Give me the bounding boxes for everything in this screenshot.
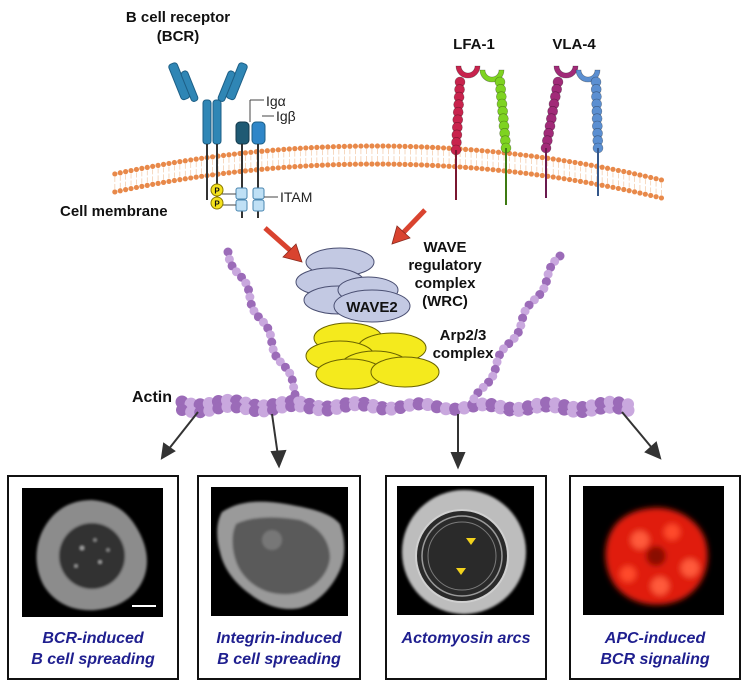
lfa1-label: LFA-1 xyxy=(453,36,495,53)
red-arrow-left xyxy=(263,226,303,263)
bcr-title: B cell receptor xyxy=(126,9,230,26)
svg-text:complex: complex xyxy=(433,345,495,362)
arp23-complex xyxy=(305,322,440,390)
svg-text:Arp2/3: Arp2/3 xyxy=(440,327,487,344)
red-arrow-right xyxy=(391,208,427,245)
panel-4-caption-line1: APC-induced xyxy=(604,630,707,647)
svg-text:WAVE: WAVE xyxy=(423,239,466,256)
cell-micrograph-3 xyxy=(402,490,526,614)
actin-network xyxy=(175,247,635,419)
ig-beta-label: Igβ xyxy=(276,108,296,124)
cell-membrane-label: Cell membrane xyxy=(60,203,168,220)
panel-4-caption-line2: BCR signaling xyxy=(600,651,710,668)
svg-text:(WRC): (WRC) xyxy=(422,293,468,310)
cell-micrograph-4 xyxy=(605,507,708,605)
panel-3-caption-line1: Actomyosin arcs xyxy=(401,630,531,647)
panel-integrin-spreading: Integrin-induced B cell spreading xyxy=(197,475,361,680)
panel-arrows xyxy=(160,411,662,470)
wave2-label: WAVE2 xyxy=(346,299,397,316)
bcr-abbr: (BCR) xyxy=(157,28,200,45)
arc-marker-icon xyxy=(466,538,476,545)
actin-label: Actin xyxy=(132,389,172,406)
panel-apc-signaling: APC-induced BCR signaling xyxy=(569,475,741,680)
panel-1-caption-line2: B cell spreading xyxy=(31,651,155,668)
panel-2-caption-line2: B cell spreading xyxy=(217,651,341,668)
arc-marker-icon xyxy=(456,568,466,575)
itam-label: ITAM xyxy=(280,189,312,205)
svg-text:P: P xyxy=(214,200,220,209)
arp23-label: Arp2/3 complex xyxy=(433,327,495,362)
ig-alpha-label: Igα xyxy=(266,93,286,109)
integrin-receptors xyxy=(450,65,604,205)
svg-text:complex: complex xyxy=(415,275,477,292)
svg-text:regulatory: regulatory xyxy=(408,257,482,274)
bcr-title-group: B cell receptor (BCR) xyxy=(126,9,230,45)
phospho-icon: P P xyxy=(210,183,224,210)
panel-actomyosin-arcs: Actomyosin arcs xyxy=(385,475,547,680)
wave-regulatory-complex xyxy=(295,247,411,323)
vla4-label: VLA-4 xyxy=(552,36,596,53)
cell-micrograph-1 xyxy=(36,500,147,611)
cell-membrane xyxy=(112,143,665,201)
panel-1-caption-line1: BCR-induced xyxy=(42,630,145,647)
cell-micrograph-2 xyxy=(217,501,345,610)
panel-bcr-spreading: BCR-induced B cell spreading xyxy=(7,475,179,680)
wrc-label: WAVE regulatory complex (WRC) xyxy=(408,239,482,310)
svg-text:P: P xyxy=(214,187,220,196)
panel-2-caption-line1: Integrin-induced xyxy=(216,630,343,647)
itam-motifs xyxy=(222,187,278,212)
